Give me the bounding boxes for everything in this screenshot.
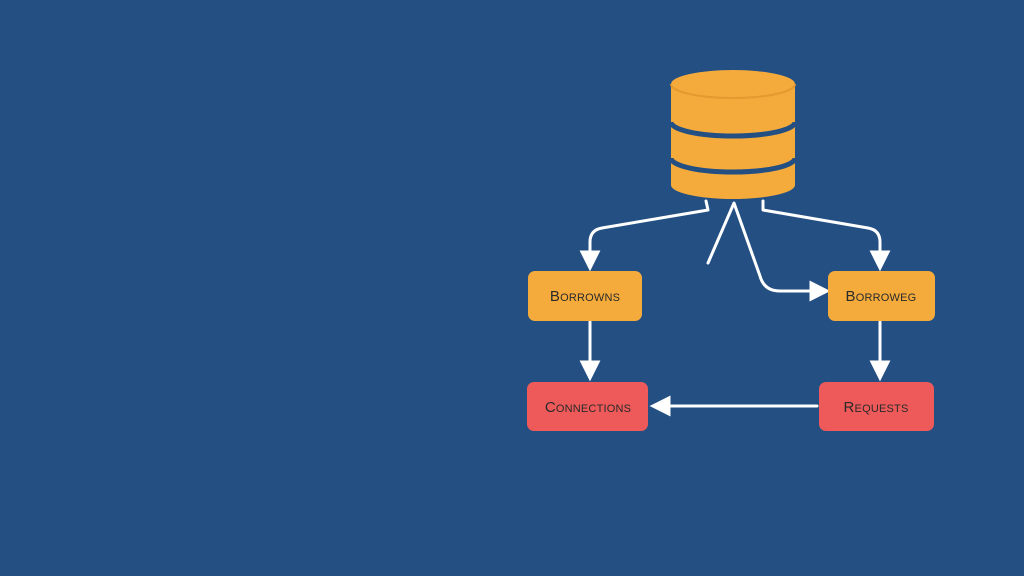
node-connections: Connections (527, 382, 648, 431)
database-icon (668, 70, 798, 199)
node-borrowns: Borrowns (528, 271, 642, 321)
node-requests-label: Requests (844, 399, 909, 416)
node-connections-label: Connections (545, 399, 631, 416)
node-borroweg-label: Borroweg (846, 288, 917, 305)
node-borrowns-label: Borrowns (550, 288, 620, 305)
line-db-peak (706, 201, 831, 302)
node-borroweg: Borroweg (828, 271, 935, 321)
arrow-db-to-borrowns (579, 199, 710, 272)
node-requests: Requests (819, 382, 934, 431)
arrow-db-to-borroweg (761, 199, 891, 272)
